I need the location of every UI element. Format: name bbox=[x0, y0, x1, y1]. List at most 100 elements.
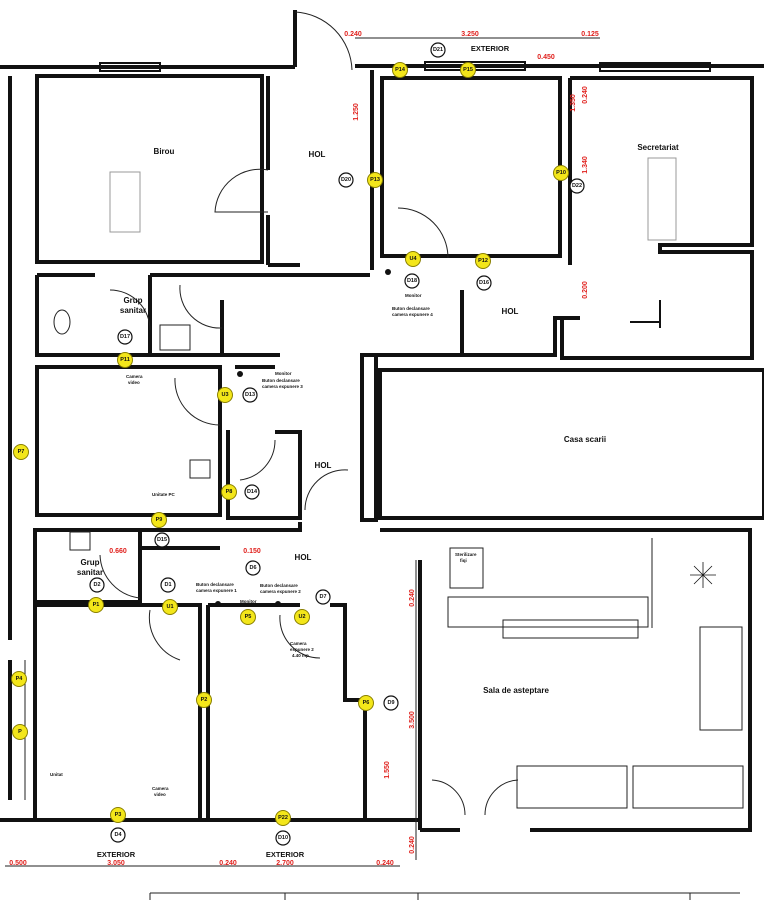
annotation-buton-2-line2: camera expunere 2 bbox=[260, 589, 301, 594]
marker-p: P9 bbox=[151, 512, 167, 528]
svg-text:P: P bbox=[18, 729, 22, 735]
annotation-camera-video-2-line1: Camera bbox=[152, 786, 169, 791]
dimensions: 0.240 3.250 0.125 0.450 1.250 1.350 0.24… bbox=[5, 31, 600, 867]
marker-u: U2 bbox=[294, 609, 310, 625]
dim-v-right-b: 0.240 bbox=[582, 86, 589, 104]
room-labels: Birou HOL Secretariat Grup sanitar HOL C… bbox=[77, 44, 679, 859]
annotation-buton-4-line1: Buton declansare bbox=[392, 306, 430, 311]
dim-v-right-d: 0.200 bbox=[582, 281, 589, 299]
annotation-monitor-2: Monitor bbox=[275, 371, 292, 376]
room-birou: Birou bbox=[154, 147, 175, 156]
marker-p: P14 bbox=[392, 62, 408, 78]
room-sala-asteptare: Sala de asteptare bbox=[483, 686, 549, 695]
marker-d: D22 bbox=[569, 178, 585, 194]
dim-top-right: 0.125 bbox=[581, 31, 599, 38]
marker-d: D14 bbox=[244, 484, 260, 500]
svg-text:D10: D10 bbox=[278, 835, 288, 841]
marker-d: D6 bbox=[245, 560, 261, 576]
room-hol-lower: HOL bbox=[295, 553, 312, 562]
annotation-monitor-1: Monitor bbox=[405, 293, 422, 298]
svg-text:U1: U1 bbox=[166, 604, 173, 610]
marker-p: P6 bbox=[358, 695, 374, 711]
svg-text:U4: U4 bbox=[409, 256, 417, 262]
dim-v-right-a: 1.350 bbox=[570, 94, 577, 112]
svg-text:P10: P10 bbox=[556, 170, 566, 176]
marker-d: D17 bbox=[117, 329, 133, 345]
dim-top-mid: 3.250 bbox=[461, 31, 479, 38]
dim-bot-d: 2.700 bbox=[276, 860, 294, 867]
annotation-camera-2-line2: expunere 2 bbox=[290, 647, 314, 652]
marker-p: P13 bbox=[367, 172, 383, 188]
svg-text:D18: D18 bbox=[407, 278, 417, 284]
marker-d: D15 bbox=[154, 532, 170, 548]
svg-text:D6: D6 bbox=[249, 565, 256, 571]
svg-text:D14: D14 bbox=[247, 489, 258, 495]
yellow-markers: P14 P15 P13 P10 P12 U4 P11 U3 P7 P8 P9 P… bbox=[11, 62, 569, 826]
marker-p: P1 bbox=[88, 597, 104, 613]
dim-v-sala-a: 0.240 bbox=[409, 589, 416, 607]
exterior-top: EXTERIOR bbox=[471, 44, 510, 53]
dim-mid-b: 0.150 bbox=[243, 548, 261, 555]
marker-d: D16 bbox=[476, 275, 492, 291]
svg-text:D22: D22 bbox=[572, 183, 582, 189]
svg-text:P1: P1 bbox=[93, 602, 100, 608]
room-casa-scarii: Casa scarii bbox=[564, 435, 606, 444]
room-hol-center: HOL bbox=[315, 461, 332, 470]
dim-v-sala-d: 0.240 bbox=[409, 836, 416, 854]
svg-text:P4: P4 bbox=[16, 676, 24, 682]
svg-text:D7: D7 bbox=[319, 594, 326, 600]
annotation-camera-video-2-line2: video bbox=[154, 792, 166, 797]
svg-text:P2: P2 bbox=[201, 697, 208, 703]
circle-markers: D21 D20 D22 D18 D16 D17 D13 D14 D15 D2 D… bbox=[89, 42, 585, 846]
marker-u: U1 bbox=[162, 599, 178, 615]
marker-p: P bbox=[12, 724, 28, 740]
svg-text:P9: P9 bbox=[156, 517, 163, 523]
marker-u: U3 bbox=[217, 387, 233, 403]
marker-d: D10 bbox=[275, 830, 291, 846]
legend-table-edge bbox=[149, 892, 740, 900]
annotation-sterilizare-line1: Sterilizare bbox=[455, 552, 477, 557]
svg-text:P5: P5 bbox=[245, 614, 252, 620]
svg-text:P14: P14 bbox=[395, 67, 406, 73]
monitor-dot-icon bbox=[215, 601, 221, 607]
dim-bot-a: 0.500 bbox=[9, 860, 27, 867]
svg-text:D1: D1 bbox=[164, 582, 171, 588]
dim-v-sala-c: 1.550 bbox=[384, 761, 391, 779]
dim-v-sala-b: 3.500 bbox=[409, 711, 416, 729]
dim-bot-c: 0.240 bbox=[219, 860, 237, 867]
annotation-camera-2-line3: 4.40 mp bbox=[292, 653, 309, 658]
marker-d: D20 bbox=[338, 172, 354, 188]
svg-text:D20: D20 bbox=[341, 177, 351, 183]
marker-p: P5 bbox=[240, 609, 256, 625]
monitor-dot-icon bbox=[237, 371, 243, 377]
room-hol-top: HOL bbox=[309, 150, 326, 159]
dim-mid-a: 0.660 bbox=[109, 548, 127, 555]
marker-p: P7 bbox=[13, 444, 29, 460]
plant-icon bbox=[690, 562, 716, 588]
marker-d: D13 bbox=[242, 387, 258, 403]
dim-v-right-c: 1.340 bbox=[582, 156, 589, 174]
marker-d: D4 bbox=[110, 827, 126, 843]
marker-d: D7 bbox=[315, 589, 331, 605]
annotation-buton-1-line1: Buton declansare bbox=[196, 582, 234, 587]
marker-p: P2 bbox=[196, 692, 212, 708]
exterior-bottom-2: EXTERIOR bbox=[266, 850, 305, 859]
dim-bot-e: 0.240 bbox=[376, 860, 394, 867]
dim-top-gap: 0.450 bbox=[537, 54, 555, 61]
marker-p: P3 bbox=[110, 807, 126, 823]
marker-p: P11 bbox=[117, 352, 133, 368]
svg-text:D2: D2 bbox=[93, 582, 100, 588]
annotation-monitor-3: Monitor bbox=[240, 599, 257, 604]
svg-text:D21: D21 bbox=[433, 47, 443, 53]
marker-p: P12 bbox=[475, 253, 491, 269]
svg-text:P6: P6 bbox=[363, 700, 370, 706]
svg-text:D17: D17 bbox=[120, 334, 130, 340]
svg-text:P7: P7 bbox=[18, 449, 25, 455]
svg-text:P11: P11 bbox=[120, 357, 129, 363]
annotation-camera-video-1-line1: Camera bbox=[126, 374, 143, 379]
annotation-buton-3-line2: camera expunere 3 bbox=[262, 384, 303, 389]
svg-text:D15: D15 bbox=[157, 537, 167, 543]
annotation-unitate-pc: Unitate PC bbox=[152, 492, 176, 497]
annotation-buton-1-line2: camera expunere 1 bbox=[196, 588, 237, 593]
